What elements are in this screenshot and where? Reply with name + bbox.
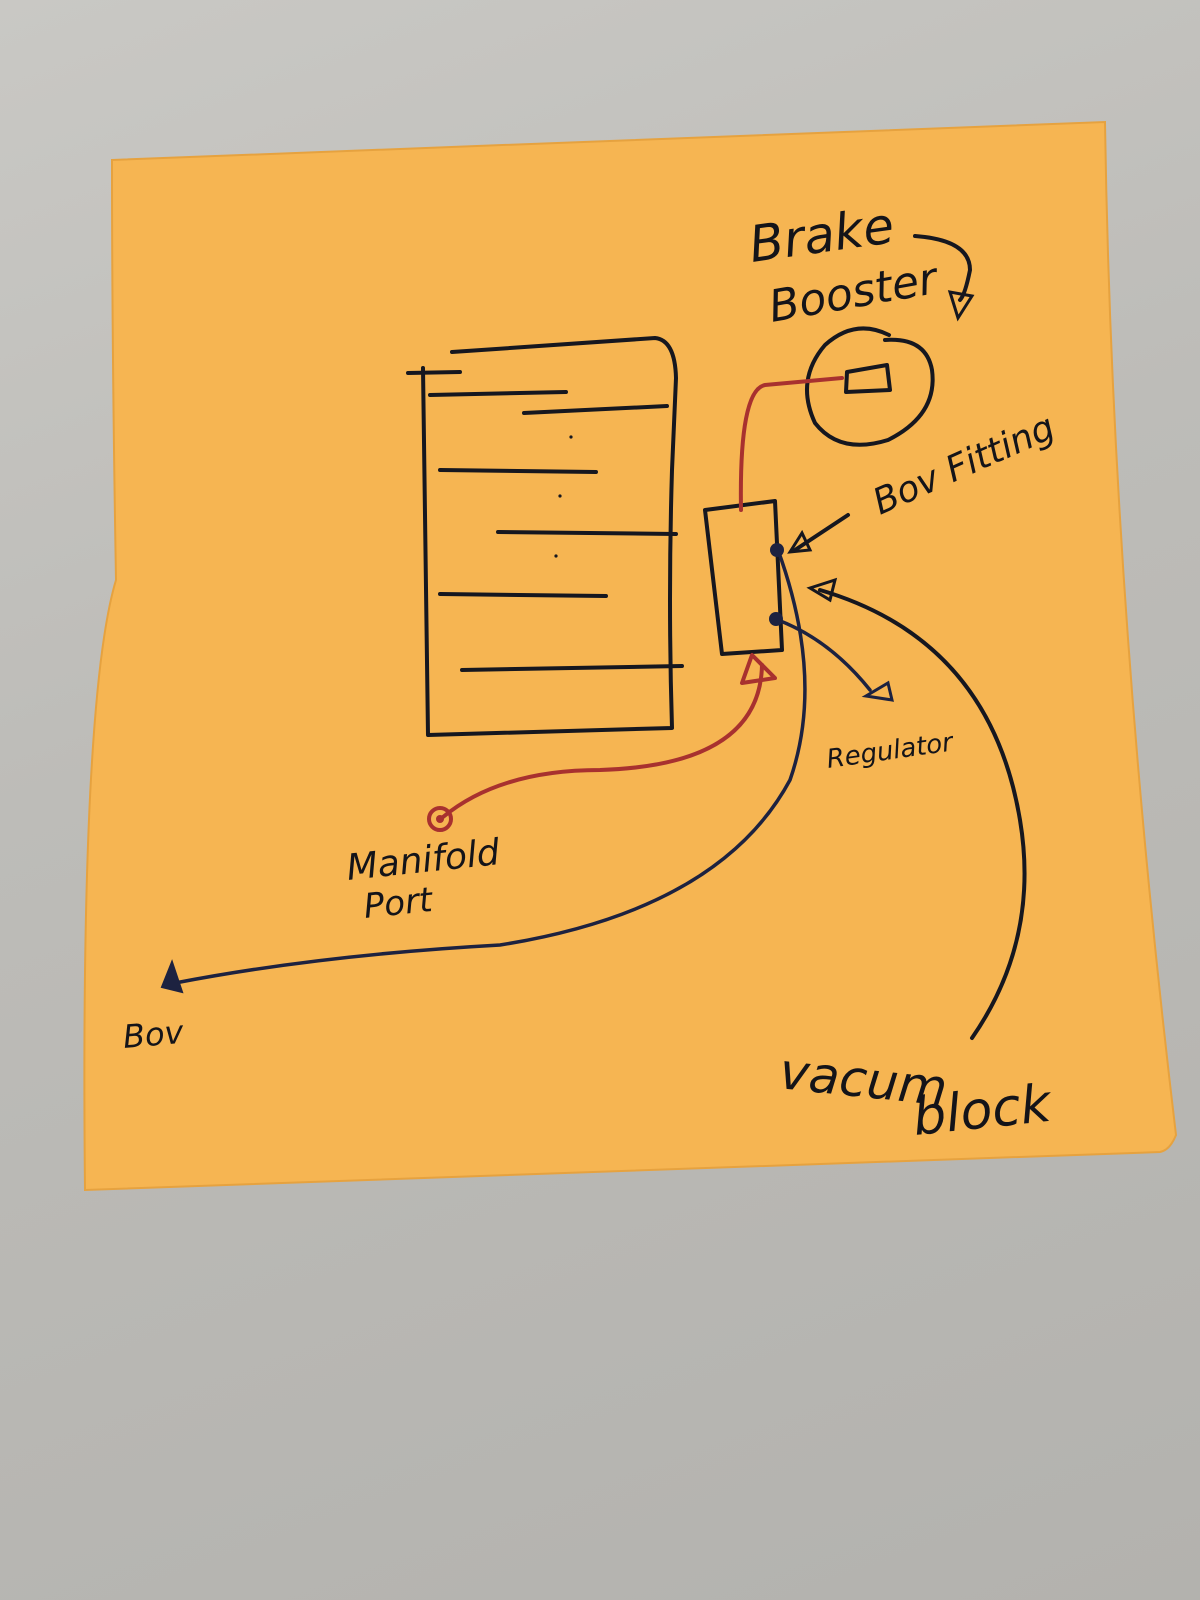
sticky-note [84, 122, 1176, 1190]
fitting-port-bottom [769, 612, 783, 626]
label-port: Port [362, 880, 436, 927]
label-bov: Bov [121, 1013, 186, 1056]
